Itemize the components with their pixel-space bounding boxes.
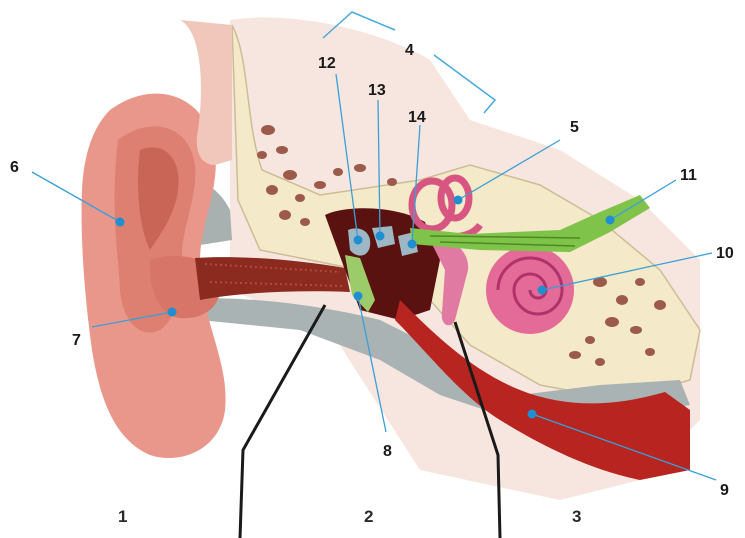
dot-8	[354, 292, 363, 301]
dot-10	[538, 286, 547, 295]
region-label-3: 3	[572, 507, 581, 526]
label-14: 14	[408, 109, 426, 126]
outer-middle-divider	[240, 305, 325, 538]
label-6: 6	[10, 159, 19, 176]
label-8: 8	[383, 443, 392, 460]
region-label-2: 2	[364, 507, 373, 526]
dot-9	[528, 410, 537, 419]
dot-5	[454, 196, 463, 205]
label-10: 10	[716, 245, 734, 262]
label-11: 11	[680, 167, 697, 184]
region-label-1: 1	[118, 507, 127, 526]
dot-7	[168, 308, 177, 317]
label-4: 4	[405, 42, 414, 59]
label-7: 7	[72, 332, 81, 349]
label-5: 5	[570, 119, 579, 136]
dot-11	[606, 216, 615, 225]
cochlea	[486, 246, 574, 334]
label-12: 12	[318, 55, 336, 72]
dot-14	[408, 240, 417, 249]
label-13: 13	[368, 82, 386, 99]
dot-12	[354, 236, 363, 245]
dot-6	[116, 218, 125, 227]
dot-13	[376, 232, 385, 241]
label-9: 9	[720, 482, 729, 499]
